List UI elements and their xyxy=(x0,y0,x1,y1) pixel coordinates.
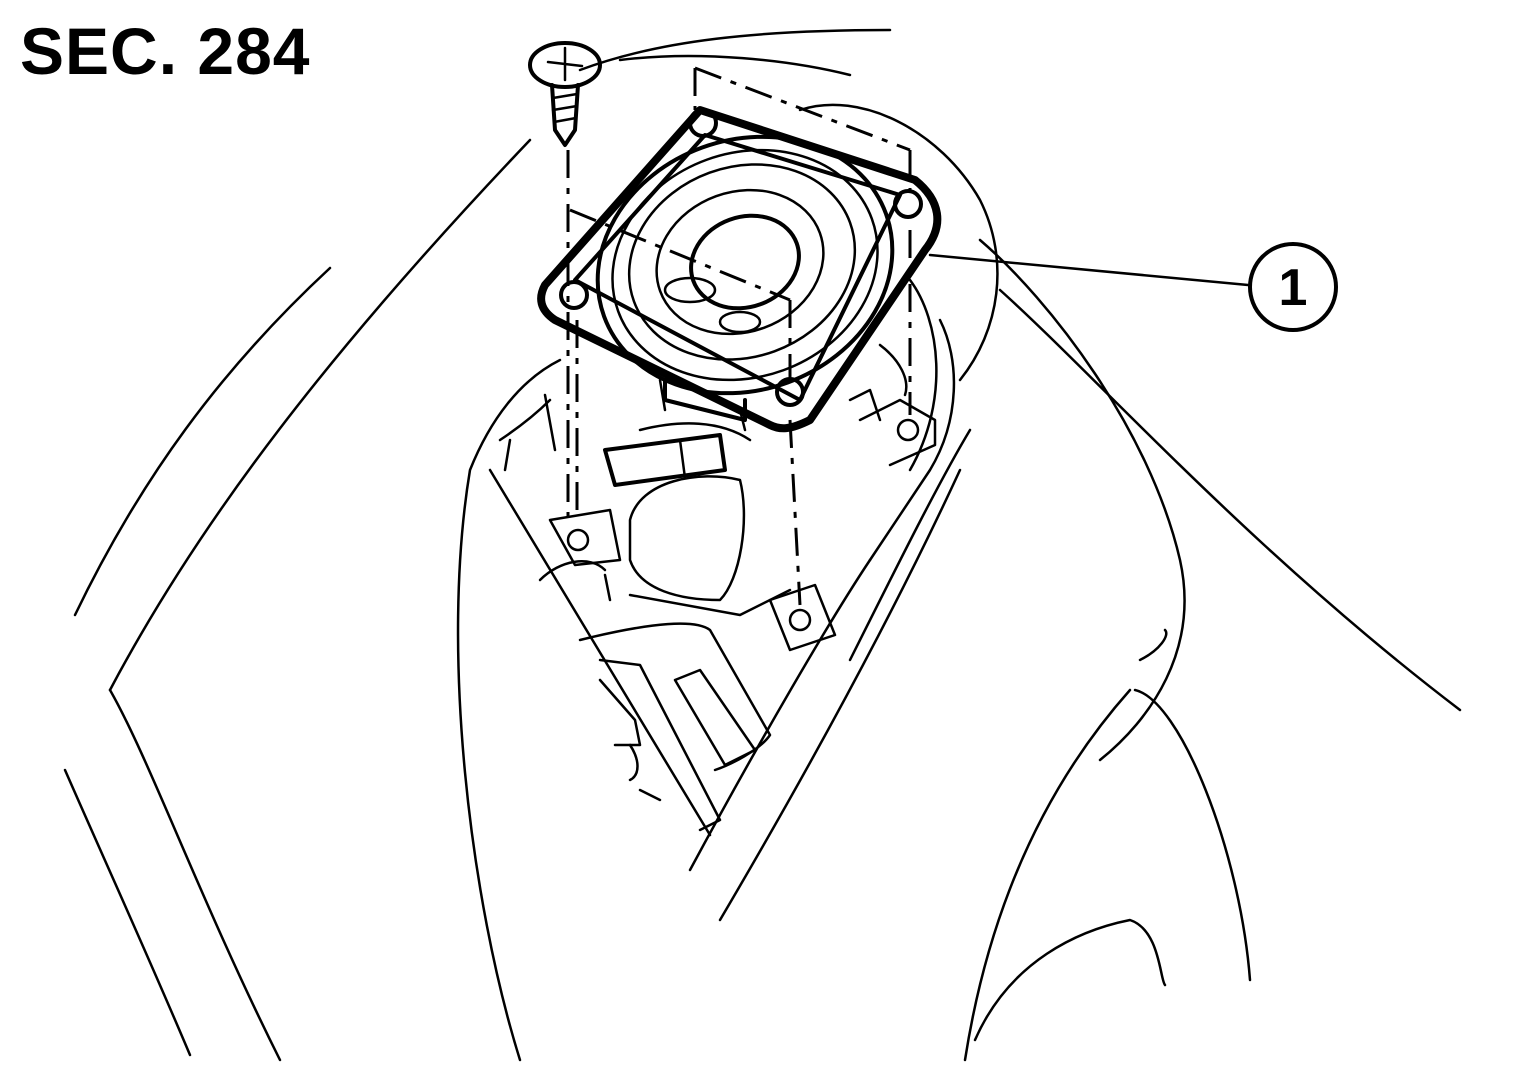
speaker-unit xyxy=(537,106,942,433)
mounting-cavity xyxy=(488,278,972,837)
callout-number: 1 xyxy=(1279,259,1308,317)
mounting-hole-icon xyxy=(559,280,589,310)
alignment-lines xyxy=(566,66,912,606)
mounting-hole-icon xyxy=(893,189,923,219)
mounting-hole-icon xyxy=(688,108,718,138)
section-label: SEC. 284 xyxy=(20,14,311,88)
door-trim-outline xyxy=(63,28,1462,1062)
callout-1: 1 xyxy=(928,242,1338,332)
screw-icon xyxy=(528,41,602,147)
panel-mounting-bosses xyxy=(566,418,920,632)
